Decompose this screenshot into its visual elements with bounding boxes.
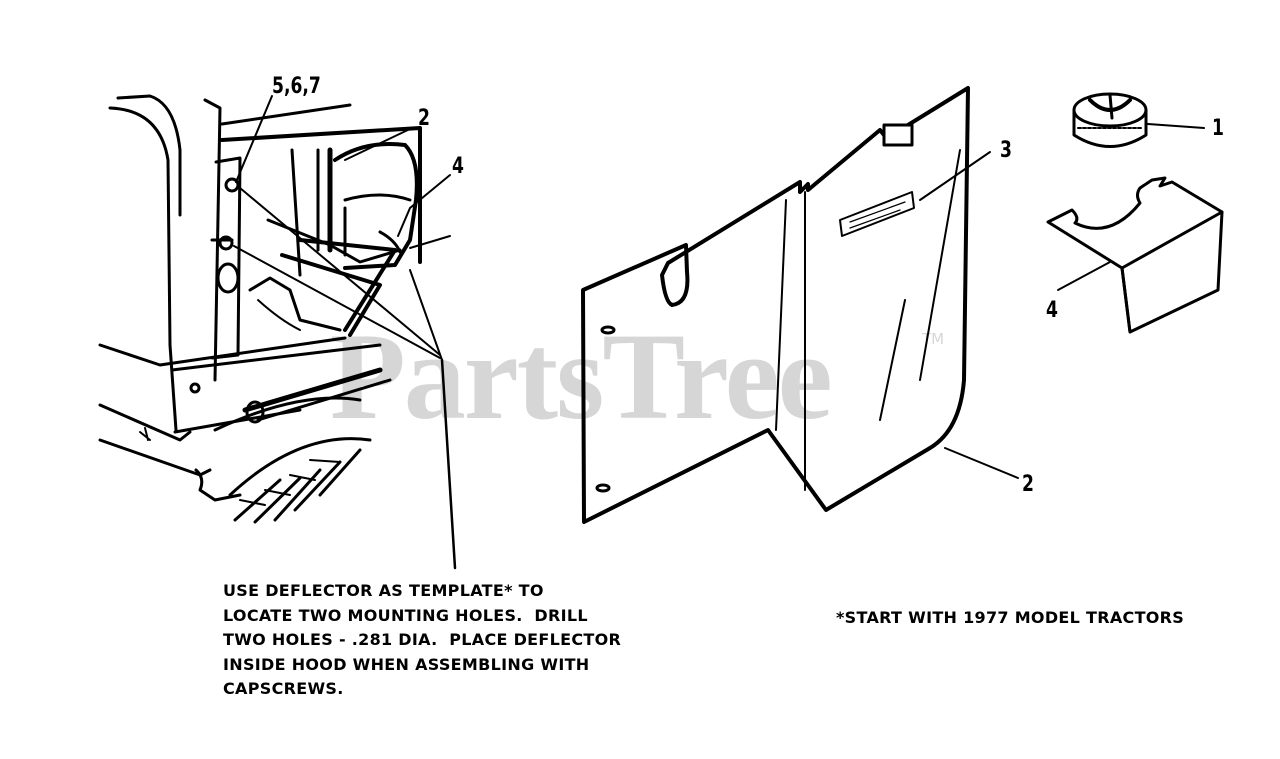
callout-4-left: 4 — [452, 154, 464, 179]
decal-label — [839, 191, 915, 237]
tractor-hood-illustration — [98, 94, 451, 524]
model-year-footnote: *START WITH 1977 MODEL TRACTORS — [836, 608, 1185, 627]
cap-part — [1072, 92, 1148, 148]
leader-lines-right — [919, 123, 1205, 479]
callout-2-right: 2 — [1022, 472, 1034, 497]
deflector-plate — [581, 86, 970, 524]
callout-3: 3 — [1000, 138, 1012, 163]
callout-2-left: 2 — [418, 106, 430, 131]
callout-4-right: 4 — [1046, 298, 1058, 323]
callout-1: 1 — [1212, 116, 1224, 141]
template-instruction-note: USE DEFLECTOR AS TEMPLATE* TO LOCATE TWO… — [223, 581, 622, 698]
small-deflector-part — [1046, 176, 1224, 334]
callout-5-6-7: 5,6,7 — [272, 74, 321, 99]
leader-lines-left — [233, 95, 457, 570]
bracket-lines — [280, 238, 397, 337]
